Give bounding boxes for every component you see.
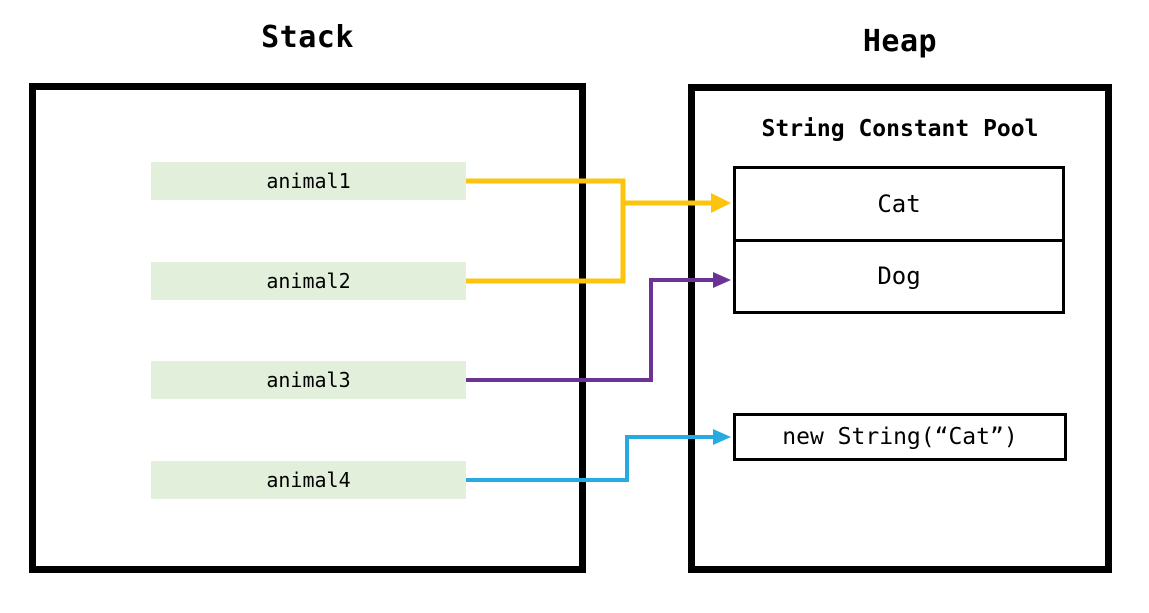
stack-variable-animal4: animal4 (151, 461, 466, 499)
pool-cell-dog: Dog (877, 262, 921, 291)
pool-cell-cat: Cat (736, 169, 1062, 242)
new-string-object-box: new String(“Cat”) (733, 413, 1067, 461)
stack-variable-animal2: animal2 (151, 262, 466, 300)
stack-variable-animal1: animal1 (151, 162, 466, 200)
string-constant-pool-label: String Constant Pool (761, 116, 1039, 142)
stack-region-box (29, 83, 586, 573)
string-constant-pool-box: Cat Dog (733, 166, 1065, 314)
heap-region-box (688, 84, 1112, 573)
stack-title: Stack (261, 20, 354, 55)
stack-variable-animal3: animal3 (151, 361, 466, 399)
heap-title: Heap (862, 24, 938, 59)
